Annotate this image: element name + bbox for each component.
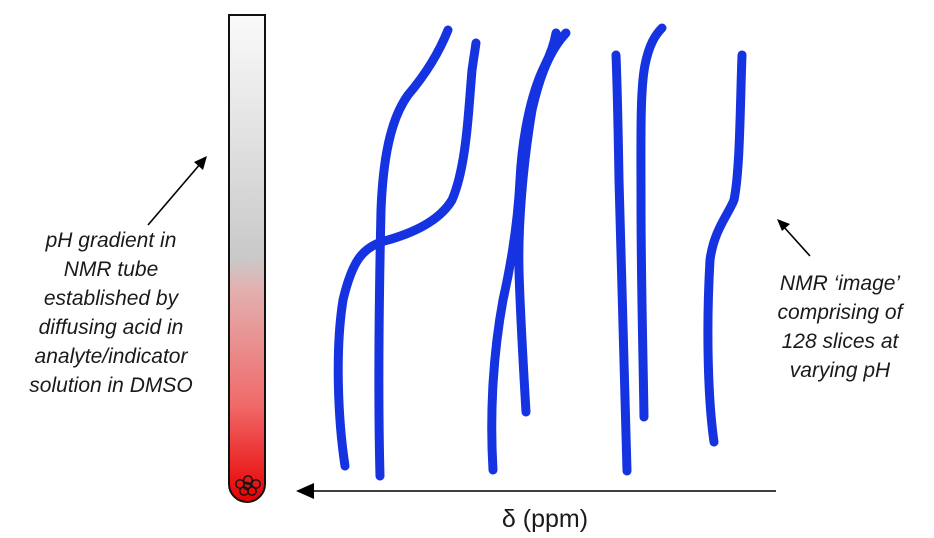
tube-caption: pH gradient in NMR tube established by d… [0, 226, 222, 400]
image-caption-line: varying pH [789, 359, 891, 382]
image-caption-line: 128 slices at [781, 330, 899, 353]
nmr-tube-body [228, 14, 266, 503]
nmr-trace-1 [333, 38, 481, 471]
image-caption-line: comprising of [777, 301, 903, 324]
nmr-image-traces [333, 23, 747, 481]
nmr-trace-4 [514, 28, 571, 417]
bubbles-icon [235, 475, 261, 496]
image-caption: NMR ‘image’ comprising of 128 slices at … [746, 269, 934, 385]
tube-caption-line: analyte/indicator [34, 345, 188, 368]
tube-caption-line: established by [43, 287, 179, 310]
chemical-shift-axis-arrow [296, 483, 776, 499]
tube-caption-line: diffusing acid in [38, 316, 184, 339]
chemical-shift-axis-label: δ (ppm) [501, 505, 589, 533]
tube-caption-line: NMR tube [63, 258, 159, 281]
image-pointer-arrow [777, 219, 811, 257]
nmr-tube [228, 14, 266, 503]
image-caption-line: NMR ‘image’ [779, 272, 901, 295]
nmr-trace-7 [703, 50, 747, 447]
nmr-trace-2 [374, 25, 453, 481]
nmr-trace-6 [636, 23, 667, 422]
tube-caption-line: solution in DMSO [29, 374, 193, 397]
tube-caption-line: pH gradient in [45, 229, 177, 252]
tube-pointer-arrow [147, 156, 207, 226]
nmr-trace-5 [611, 50, 632, 476]
